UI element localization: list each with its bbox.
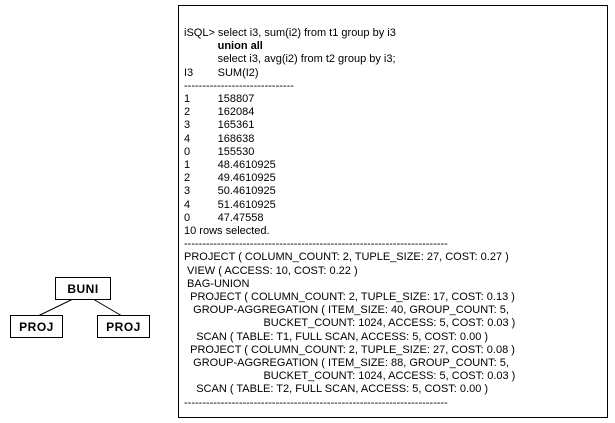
console-result-row: 4 168638 — [184, 132, 255, 145]
tree-node-bag-union: BUNI — [55, 277, 111, 300]
console-line-union-all: union all — [184, 40, 263, 53]
query-plan-tree: BUNI PROJ PROJ — [0, 0, 178, 423]
console-line-query: iSQL> select i3, sum(i2) from t1 group b… — [184, 27, 396, 39]
console-plan-line: PROJECT ( COLUMN_COUNT: 2, TUPLE_SIZE: 2… — [184, 343, 515, 356]
isql-console-panel: iSQL> select i3, sum(i2) from t1 group b… — [178, 5, 608, 418]
console-plan-line: SCAN ( TABLE: T2, FULL SCAN, ACCESS: 5, … — [184, 383, 489, 396]
console-result-row: 2 162084 — [184, 106, 255, 119]
console-result-row: 0 155530 — [184, 145, 255, 158]
console-plan-line: PROJECT ( COLUMN_COUNT: 2, TUPLE_SIZE: 2… — [184, 251, 509, 264]
console-line-query: select i3, avg(i2) from t2 group by i3; — [184, 53, 396, 66]
console-separator: ------------------------------ — [184, 79, 294, 92]
console-plan-line: BUCKET_COUNT: 1024, ACCESS: 5, COST: 0.0… — [184, 370, 516, 383]
tree-node-label: BUNI — [67, 281, 99, 296]
console-column-header: I3 SUM(I2) — [184, 66, 259, 79]
console-plan-line: BAG-UNION — [184, 277, 250, 290]
console-separator: ----------------------------------------… — [184, 396, 448, 409]
console-plan-line: SCAN ( TABLE: T1, FULL SCAN, ACCESS: 5, … — [184, 330, 489, 343]
tree-node-proj-right: PROJ — [97, 315, 150, 338]
console-plan-line: VIEW ( ACCESS: 10, COST: 0.22 ) — [184, 264, 358, 277]
console-result-row: 3 50.4610925 — [184, 185, 276, 198]
console-result-row: 1 48.4610925 — [184, 159, 276, 172]
console-plan-line: BUCKET_COUNT: 1024, ACCESS: 5, COST: 0.0… — [184, 317, 516, 330]
tree-connector-lines — [37, 298, 123, 317]
console-result-row: 2 49.4610925 — [184, 172, 276, 185]
tree-node-label: PROJ — [106, 319, 141, 334]
console-plan-line: PROJECT ( COLUMN_COUNT: 2, TUPLE_SIZE: 1… — [184, 291, 515, 304]
tree-node-proj-left: PROJ — [10, 315, 63, 338]
console-plan-line: GROUP-AGGREGATION ( ITEM_SIZE: 40, GROUP… — [184, 304, 509, 317]
console-result-row: 1 158807 — [184, 93, 255, 106]
tree-node-label: PROJ — [19, 319, 54, 334]
console-result-row: 3 165361 — [184, 119, 255, 132]
console-result-row: 0 47.47558 — [184, 211, 264, 224]
console-separator: ----------------------------------------… — [184, 238, 448, 251]
console-result-row: 4 51.4610925 — [184, 198, 276, 211]
console-plan-line: GROUP-AGGREGATION ( ITEM_SIZE: 88, GROUP… — [184, 357, 509, 370]
console-rowcount-message: 10 rows selected. — [184, 225, 270, 238]
